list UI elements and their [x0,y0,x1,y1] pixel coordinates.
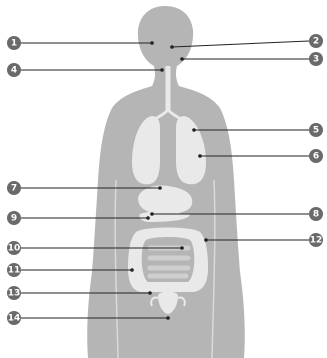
marker-4: 4 [7,63,21,77]
marker-8: 8 [309,207,323,221]
marker-12: 12 [309,233,323,247]
leader-dot-12 [204,238,208,242]
marker-10: 10 [7,241,21,255]
marker-13: 13 [7,286,21,300]
marker-number: 4 [11,66,17,76]
marker-7: 7 [7,181,21,195]
leader-dot-2 [170,45,174,49]
marker-5: 5 [309,123,323,137]
marker-number: 3 [313,55,319,65]
leader-dot-14 [166,316,170,320]
leader-dot-4 [160,68,164,72]
marker-number: 11 [8,266,21,276]
marker-11: 11 [7,263,21,277]
leader-dot-3 [180,57,184,61]
marker-1: 1 [7,36,21,50]
marker-6: 6 [309,149,323,163]
leader-dot-6 [198,154,202,158]
marker-number: 14 [8,314,21,324]
marker-2: 2 [309,34,323,48]
marker-number: 12 [310,236,323,246]
leader-dot-7 [158,186,162,190]
leader-dot-10 [180,246,184,250]
marker-number: 9 [11,214,17,224]
marker-number: 6 [313,152,319,162]
leader-dot-5 [192,128,196,132]
marker-number: 5 [313,126,319,136]
marker-number: 8 [313,210,319,220]
marker-14: 14 [7,311,21,325]
leader-dot-11 [130,268,134,272]
marker-number: 2 [313,37,319,47]
leader-dot-9 [146,216,150,220]
leader-dot-8 [150,212,154,216]
marker-number: 10 [8,244,21,254]
marker-3: 3 [309,52,323,66]
leader-dot-13 [148,291,152,295]
marker-number: 1 [11,39,17,49]
leader-dot-1 [150,41,154,45]
marker-9: 9 [7,211,21,225]
marker-number: 7 [11,184,17,194]
marker-number: 13 [8,289,21,299]
leader-line-2 [172,41,309,47]
